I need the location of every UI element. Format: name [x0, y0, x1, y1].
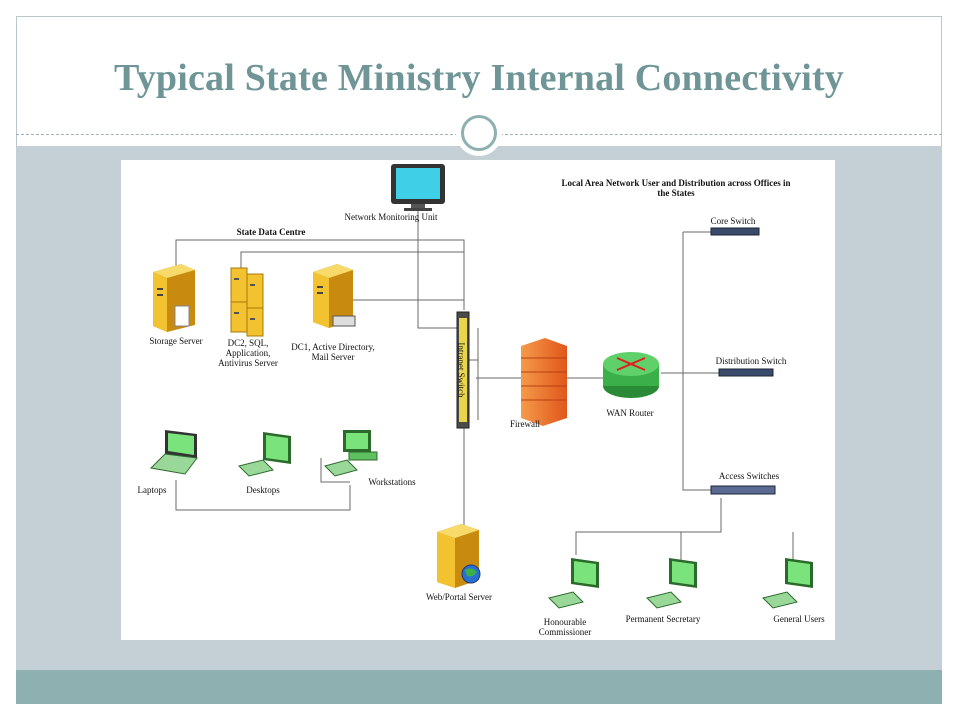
laptop-icon: [149, 430, 198, 475]
monitor-label: Network Monitoring Unit: [344, 212, 438, 222]
dc2-label: DC2, SQL, Application, Antivirus Server: [218, 338, 278, 368]
general-users-desktop-icon: [762, 558, 813, 609]
network-diagram: Local Area Network User and Distribution…: [121, 160, 835, 640]
desktop-icon: [238, 432, 291, 477]
desktops-label: Desktops: [246, 485, 280, 495]
core-switch-icon: [710, 227, 760, 236]
connection-lines: [175, 210, 794, 560]
access-switch-label: Access Switches: [718, 471, 780, 481]
dc-section-label: State Data Centre: [236, 227, 306, 237]
dc1-label: DC1, Active Directory, Mail Server: [291, 342, 375, 362]
distribution-switch-label: Distribution Switch: [715, 356, 787, 366]
web-server-icon: [437, 524, 481, 588]
lan-section-label: Local Area Network User and Distribution…: [561, 178, 791, 198]
divider-ring-icon: [456, 110, 502, 156]
access-switch-icon: [710, 485, 776, 495]
switch-label: Intranet Switch: [456, 342, 466, 398]
router-label: WAN Router: [606, 408, 654, 418]
diagram-canvas: [149, 164, 813, 609]
laptops-label: Laptops: [137, 485, 167, 495]
footer-bar: [16, 670, 942, 704]
web-server-label: Web/Portal Server: [425, 592, 492, 602]
firewall-label: Firewall: [510, 419, 540, 429]
core-switch-label: Core Switch: [710, 216, 756, 226]
workstations-label: Workstations: [368, 477, 416, 487]
commissioner-label: Honourable Commissioner: [538, 617, 592, 637]
distribution-switch-icon: [718, 368, 774, 377]
storage-server-icon: [153, 264, 195, 332]
secretary-label: Permanent Secretary: [625, 614, 701, 624]
dc2-server-icon: [230, 267, 264, 337]
workstation-icon: [324, 430, 378, 477]
intranet-switch-icon: [456, 311, 470, 429]
monitor-icon: [391, 164, 445, 211]
general-users-label: General Users: [773, 614, 825, 624]
storage-label: Storage Server: [149, 336, 203, 346]
secretary-desktop-icon: [646, 558, 697, 609]
dc1-server-icon: [313, 264, 356, 328]
router-icon: [603, 352, 659, 398]
firewall-icon: [521, 338, 567, 426]
slide-title: Typical State Ministry Internal Connecti…: [113, 57, 845, 99]
commissioner-desktop-icon: [548, 558, 599, 609]
